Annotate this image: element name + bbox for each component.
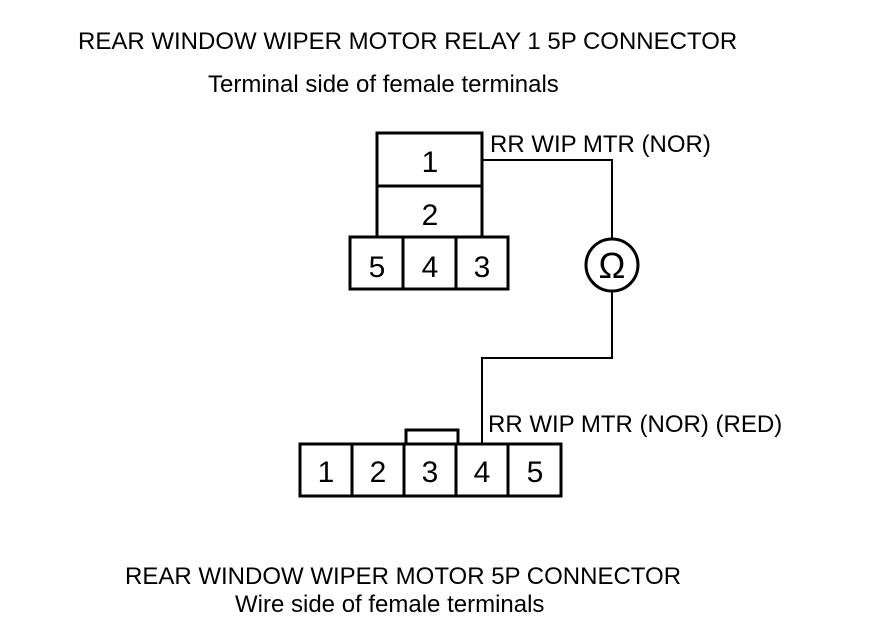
ohm-symbol: Ω — [599, 245, 626, 286]
motor-terminal-5: 5 — [527, 456, 544, 489]
motor-terminal-4: 4 — [474, 456, 491, 489]
relay-terminal-2: 2 — [422, 199, 439, 232]
motor-connector — [298, 428, 563, 498]
relay-terminal-1: 1 — [422, 146, 439, 179]
motor-lock-tab — [404, 428, 460, 446]
relay-connector — [348, 131, 510, 291]
motor-terminal-1: 1 — [318, 456, 335, 489]
relay-terminal-labels: 1 2 5 4 3 — [369, 146, 491, 284]
relay-wire-label: RR WIP MTR (NOR) — [490, 131, 711, 158]
motor-connector-subtitle: Wire side of female terminals — [235, 591, 545, 618]
motor-terminal-2: 2 — [370, 456, 387, 489]
relay-connector-subtitle: Terminal side of female terminals — [208, 71, 559, 98]
relay-connector-title: REAR WINDOW WIPER MOTOR RELAY 1 5P CONNE… — [78, 28, 738, 55]
test-lead-wire — [481, 159, 613, 444]
lower-wire — [481, 290, 613, 444]
motor-wire-label: RR WIP MTR (NOR) (RED) — [488, 411, 782, 438]
motor-terminal-row — [298, 442, 563, 498]
relay-terminal-5: 5 — [369, 251, 386, 284]
relay-terminal-4: 4 — [422, 251, 439, 284]
upper-wire — [482, 159, 613, 240]
motor-terminal-labels: 1 2 3 4 5 — [318, 456, 544, 489]
relay-lower-row — [348, 235, 510, 291]
relay-terminal-3: 3 — [474, 251, 491, 284]
motor-connector-title: REAR WINDOW WIPER MOTOR 5P CONNECTOR — [125, 563, 682, 590]
motor-terminal-3: 3 — [422, 456, 439, 489]
ohmmeter-icon: Ω — [584, 237, 640, 293]
